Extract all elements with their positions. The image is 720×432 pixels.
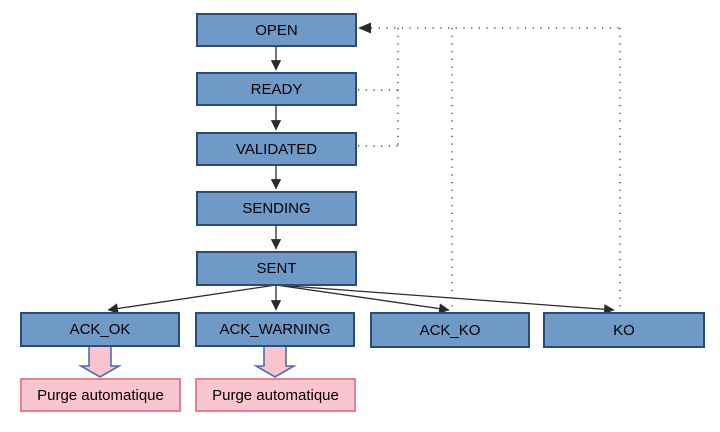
purge-automatique-ack-warning: Purge automatique (195, 378, 356, 412)
state-sending: SENDING (196, 191, 357, 226)
edge-sent-ack-ok (107, 284, 277, 314)
edge-sent-ack-ko (275, 284, 450, 314)
purge-automatique-ack-ok: Purge automatique (20, 378, 181, 412)
state-ack-ko: ACK_KO (370, 312, 530, 348)
state-ack-warning: ACK_WARNING (195, 312, 355, 347)
state-ko: KO (543, 312, 705, 348)
state-sent: SENT (196, 251, 357, 286)
block-arrow-ack-ok-to-purge (78, 345, 122, 378)
state-ready: READY (196, 72, 357, 106)
return-arrowhead-into-open (358, 22, 371, 34)
block-arrow-ack-warning-to-purge (253, 345, 297, 378)
edge-sent-ko (275, 284, 615, 315)
state-validated: VALIDATED (196, 132, 357, 166)
state-ack-ok: ACK_OK (20, 312, 180, 347)
state-open: OPEN (196, 13, 357, 47)
